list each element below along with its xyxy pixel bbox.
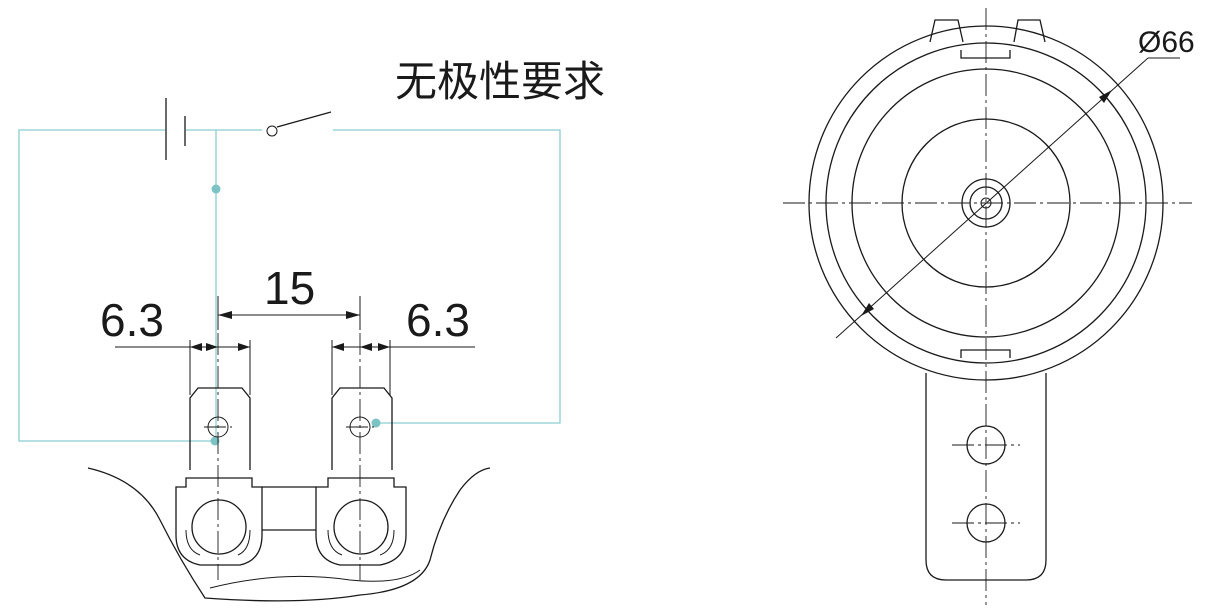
connector-housing <box>87 467 491 602</box>
wire-dot-right <box>371 418 381 428</box>
note-text: 无极性要求 <box>395 57 605 106</box>
dimension-diameter: Ø66 <box>1138 26 1195 59</box>
dimension-right-width: 6.3 <box>406 294 470 346</box>
circuit-wire <box>18 129 561 442</box>
battery-symbol <box>165 98 186 160</box>
terminal-right <box>331 387 393 470</box>
terminal-left <box>189 387 251 470</box>
wire-dot-upper <box>211 184 221 194</box>
dimension-left-width: 6.3 <box>100 294 164 346</box>
dimension-spacing: 15 <box>264 262 315 314</box>
switch-symbol <box>266 111 332 137</box>
wiring-diagram: 无极性要求 6.3 15 6.3 <box>18 57 605 602</box>
wire-dot-left <box>210 436 220 446</box>
horn-front-view: Ø66 <box>783 8 1195 605</box>
